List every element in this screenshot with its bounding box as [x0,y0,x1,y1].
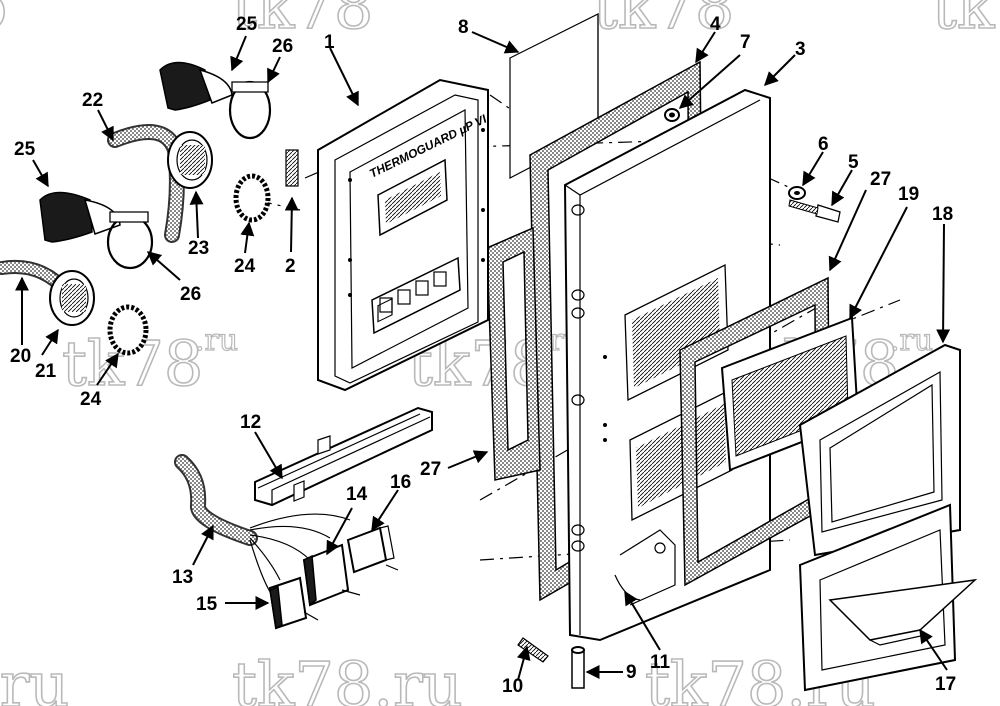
callout-14: 14 [346,484,368,505]
callout-16: 16 [390,472,411,493]
callout-20: 20 [10,346,31,367]
leader-lines [15,31,951,681]
callout-24-lower: 24 [80,389,102,410]
callout-18: 18 [932,204,953,225]
callout-13: 13 [172,567,193,588]
watermark-left-suffix: .ru [195,323,238,358]
part-12-bracket [254,406,433,507]
part-21-connector-lower [49,270,95,326]
part-27-left-gasket [486,226,541,481]
callout-27-left: 27 [420,459,441,480]
plate-hinges [571,204,585,552]
part-13-wire-harness [174,454,351,596]
callout-9: 9 [626,662,637,683]
callout-25-lower: 25 [14,139,36,160]
watermark-bottom-center: tk78.ru [232,648,463,706]
callout-1: 1 [324,32,335,53]
part-10-spring [517,637,549,663]
callout-23: 23 [188,238,209,259]
part-25-boot-upper [159,61,233,111]
callout-10: 10 [502,676,523,697]
part-5-screw [788,199,841,223]
watermark-right-suffix: .ru [890,323,933,358]
callout-22: 22 [82,90,103,111]
part-16-switch [346,525,399,574]
part-1-display-module: THERMOGUARD µP VI [317,78,489,392]
callout-27-right: 27 [870,169,891,190]
callout-8: 8 [458,17,469,38]
watermark-top-center-left: tk78 [232,0,373,43]
callout-21: 21 [35,361,57,382]
part-24-ring-lower [107,304,149,356]
part-15-switch [268,576,319,630]
part-6-washer [788,186,806,200]
callout-5: 5 [848,152,859,173]
part-24-ring-upper [233,173,271,223]
callout-17: 17 [935,674,956,695]
watermark-bottom-left: .ru [0,648,69,706]
callout-11: 11 [650,652,671,673]
panel-mounting-holes [348,128,485,297]
part-3-mounting-plate [563,88,771,642]
part-26-clamp-lower [106,211,154,270]
watermark-top-left: o [0,0,7,43]
callout-25-upper: 25 [236,14,258,35]
part-18-bezel [798,343,961,557]
part-9-standoff [571,646,585,689]
watermark-top-right: tk78 [932,0,1000,43]
callout-labels: 1 2 3 4 5 6 7 8 9 10 11 12 13 14 15 16 1… [10,14,956,697]
callout-15: 15 [196,594,218,615]
callout-19: 19 [898,184,919,205]
part-23-connector-upper [167,131,213,189]
part-26-clamp-upper [228,80,272,140]
callout-2: 2 [285,256,296,277]
callout-12: 12 [240,412,261,433]
callout-3: 3 [795,39,806,60]
part-17-cover [798,503,978,692]
callout-7: 7 [740,32,751,53]
callout-4: 4 [710,14,721,35]
callout-24-upper: 24 [234,256,256,277]
callout-26-lower: 26 [180,284,201,305]
callout-6: 6 [818,134,829,155]
part-14-switch [302,543,361,607]
part-2-connector-strip [285,149,299,187]
callout-26-upper: 26 [272,36,293,57]
part-7-grommet [664,108,680,122]
